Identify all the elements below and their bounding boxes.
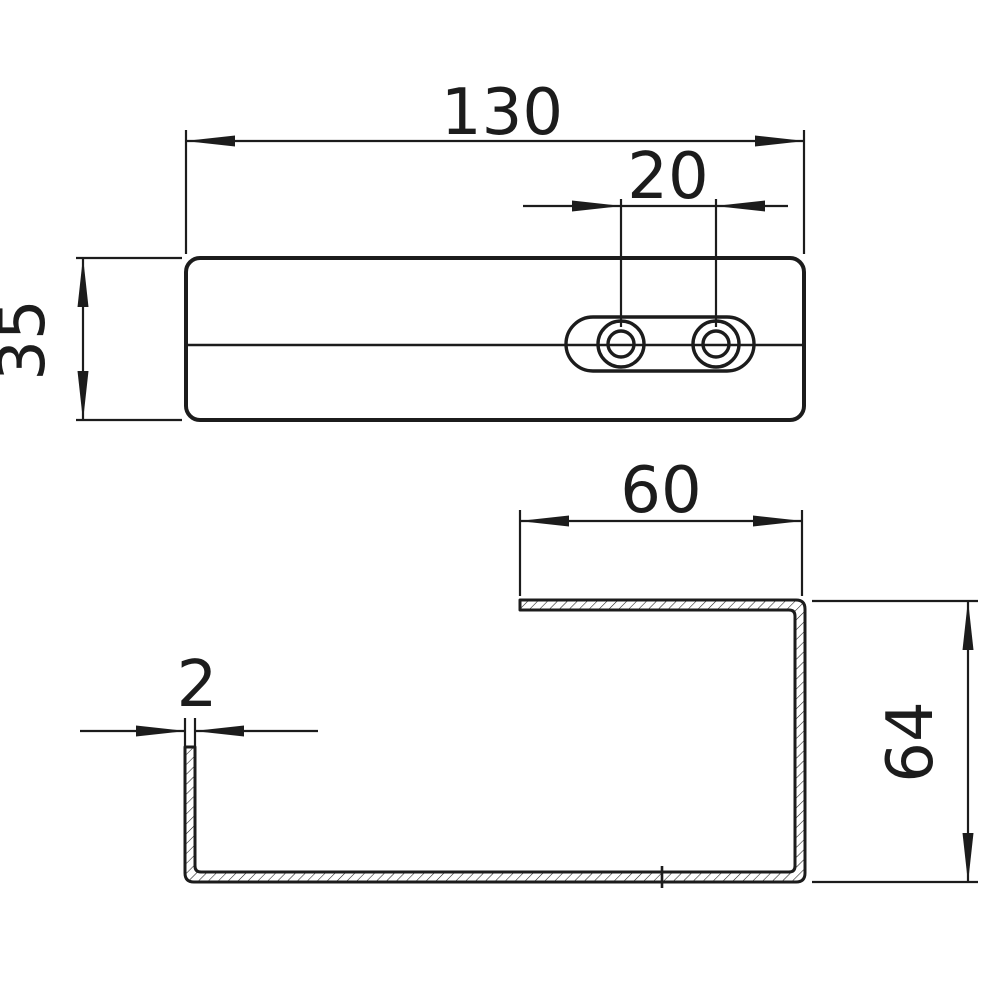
dim-label-side-height: 64 bbox=[874, 701, 948, 782]
profile-cross-section bbox=[183, 598, 807, 884]
dim-label-material-thickness: 2 bbox=[177, 648, 218, 722]
plate-outline bbox=[184, 256, 806, 422]
dim-label-flange-width: 60 bbox=[620, 454, 701, 528]
hole-left-inner bbox=[606, 329, 636, 359]
top-view bbox=[184, 256, 806, 422]
dim-label-plate-depth: 35 bbox=[0, 299, 60, 380]
dim-label-plate-width: 130 bbox=[441, 76, 563, 150]
side-view bbox=[183, 598, 807, 888]
dimension-plate-depth: 35 bbox=[0, 256, 182, 422]
dimension-side-height: 64 bbox=[812, 599, 978, 884]
dim-label-hole-spacing: 20 bbox=[627, 140, 708, 214]
dimension-material-thickness: 2 bbox=[80, 648, 318, 746]
dimension-flange-width: 60 bbox=[518, 454, 804, 596]
hole-right-inner bbox=[701, 329, 731, 359]
mounting-slot bbox=[564, 315, 756, 373]
dimension-plate-width: 130 bbox=[184, 76, 806, 254]
dimension-hole-spacing: 20 bbox=[523, 140, 788, 327]
